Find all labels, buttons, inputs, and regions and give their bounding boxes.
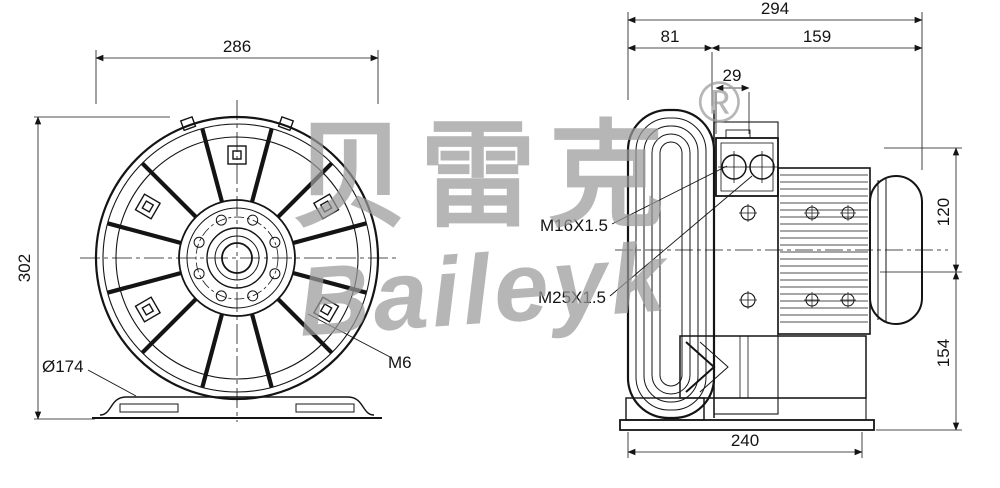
side-motor (777, 167, 871, 335)
gland-large-leader (609, 175, 753, 297)
side-dim-gland-text: 29 (723, 66, 742, 85)
side-dim-lower-height-text: 154 (934, 339, 953, 367)
side-dim-segments (627, 44, 923, 106)
side-dim-upper-height-text: 120 (934, 198, 953, 226)
side-dim-overall (627, 12, 923, 170)
front-thread-label: M6 (388, 353, 412, 372)
side-dim-heights (876, 147, 962, 431)
side-terminal-box (715, 129, 779, 197)
side-view: 294 81 159 29 (538, 0, 962, 458)
front-thread-leader (307, 313, 393, 359)
front-dim-height (34, 116, 170, 420)
gland-large-label: M25X1.5 (538, 288, 606, 307)
side-dim-overall-text: 294 (761, 0, 789, 18)
front-mounting-lugs (134, 115, 340, 323)
front-housing-circles (94, 115, 380, 401)
front-dim-width (95, 50, 379, 104)
front-diameter-leader (87, 369, 137, 397)
front-bolt-holes (193, 214, 281, 302)
side-dim-base-text: 240 (731, 431, 759, 450)
side-silencer-base (619, 335, 875, 431)
side-dim-motor-text: 159 (803, 27, 831, 46)
front-diameter-label: Ø174 (42, 357, 84, 376)
front-centerlines (80, 100, 396, 422)
side-motor-end-cap (869, 175, 923, 325)
gland-small-label: M16X1.5 (540, 216, 608, 235)
front-base (92, 396, 382, 419)
front-dim-width-text: 286 (223, 37, 251, 56)
front-dim-height-text: 302 (15, 254, 34, 282)
gland-small-leader (611, 165, 728, 225)
side-dim-housing-text: 81 (661, 27, 680, 46)
front-grille-spokes (107, 128, 367, 388)
side-housing (626, 108, 716, 420)
side-dim-gland (715, 84, 750, 134)
side-dim-base (627, 432, 863, 458)
front-view: 286 302 Ø174 M6 (15, 37, 412, 422)
